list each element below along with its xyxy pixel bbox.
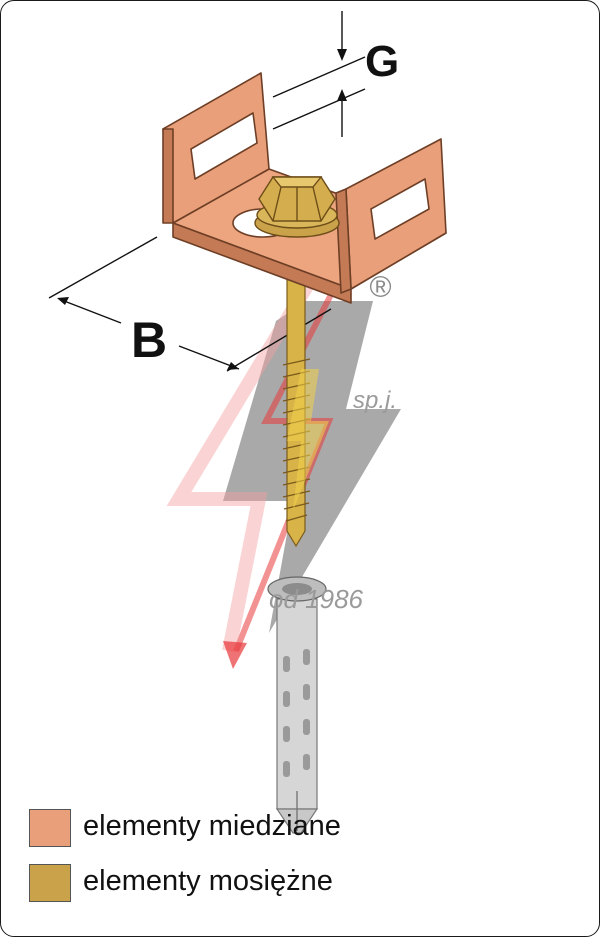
registered-mark: ® — [369, 271, 392, 304]
dimension-b-label: B — [131, 312, 168, 368]
legend-item-brass: elementy mosiężne — [29, 864, 469, 902]
g-arrow-bottom — [337, 89, 347, 101]
legend-swatch-copper — [29, 809, 71, 847]
watermark-since-year: od 1986 — [269, 584, 363, 614]
logo-yellow-bolt — [287, 369, 329, 511]
legend-label-brass: elementy mosiężne — [83, 865, 333, 897]
logo-red-bolt-inner — [166, 267, 323, 653]
legend-label-copper: elementy miedziane — [83, 810, 341, 842]
legend-item-copper: elementy miedziane — [29, 809, 469, 847]
logo-red-arrowhead — [223, 641, 247, 669]
legend-swatch-brass — [29, 864, 71, 902]
g-dimension — [272, 11, 366, 137]
brass-bolt-head — [254, 176, 340, 238]
b-dimension — [48, 236, 332, 372]
watermark-company-suffix: sp.j. — [353, 387, 398, 414]
dimension-g-label: G — [365, 37, 400, 86]
g-arrow-top — [337, 49, 347, 61]
b-arrow-right — [227, 362, 239, 370]
b-arrow-left — [57, 297, 69, 305]
wall-plug — [267, 576, 327, 834]
